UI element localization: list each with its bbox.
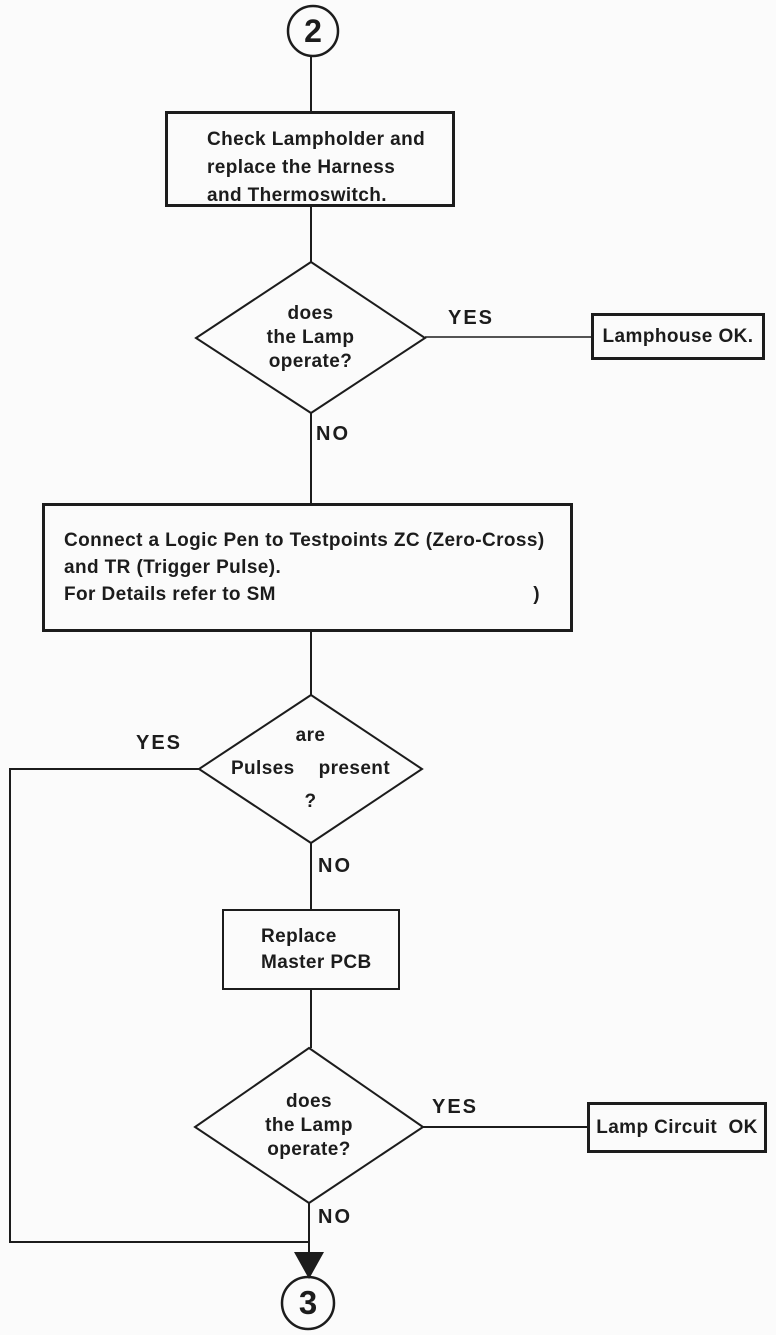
process-logic-pen-line2: and TR (Trigger Pulse). xyxy=(64,557,282,578)
decision1-lamp-operate: does the Lamp operate? xyxy=(196,262,425,413)
decision1-line1: does xyxy=(287,302,334,324)
arrow-down-icon xyxy=(294,1252,324,1279)
process-replace-pcb-line2: Master PCB xyxy=(261,952,372,973)
decision3-no-label: NO xyxy=(318,1206,352,1228)
decision2-pulses-present: are Pulses present ? xyxy=(199,695,422,843)
decision2-yes-label: YES xyxy=(136,732,183,754)
edge-decision2-yes-loop xyxy=(9,768,308,1243)
decision2-line2-word2: present xyxy=(318,758,391,779)
decision2-no-label: NO xyxy=(318,855,352,877)
decision1-line3: operate? xyxy=(268,350,353,372)
decision2-line3: ? xyxy=(304,791,317,812)
process-replace-master-pcb: Replace Master PCB xyxy=(222,909,400,990)
process-connect-logic-pen: Connect a Logic Pen to Testpoints ZC (Ze… xyxy=(42,503,573,632)
process-replace-pcb-line1: Replace xyxy=(261,926,337,947)
terminal-lamphouse-ok: Lamphouse OK. xyxy=(591,313,765,360)
decision2-diamond-shape xyxy=(197,693,424,845)
process-logic-pen-line3-suffix: ) xyxy=(533,584,540,605)
process-check-lampholder: Check Lampholder and replace the Harness… xyxy=(165,111,455,207)
terminal-lamp-circuit-ok: Lamp Circuit OK xyxy=(587,1102,767,1153)
decision3-diamond-shape xyxy=(193,1046,425,1205)
process-check-lampholder-line1: Check Lampholder and xyxy=(207,129,426,150)
decision1-no-label: NO xyxy=(316,423,350,445)
terminal-lamp-circuit-ok-label: Lamp Circuit OK xyxy=(596,1116,758,1138)
connector-circle-top-shape xyxy=(286,4,340,58)
decision3-line2: the Lamp xyxy=(265,1114,353,1136)
decision3-yes-label: YES xyxy=(432,1096,479,1118)
decision3-line1: does xyxy=(286,1090,332,1112)
decision3-lamp-operate: does the Lamp operate? xyxy=(195,1048,423,1203)
connector-bottom-label: 3 xyxy=(298,1284,318,1321)
decision1-yes-label: YES xyxy=(448,307,495,329)
decision1-line2: the Lamp xyxy=(266,326,355,348)
decision2-line1: are xyxy=(295,725,326,746)
terminal-lamphouse-ok-label: Lamphouse OK. xyxy=(602,325,754,347)
decision1-diamond-shape xyxy=(194,260,427,415)
process-logic-pen-line3: For Details refer to SM ) xyxy=(64,581,548,608)
decision3-line3: operate? xyxy=(267,1138,351,1160)
decision2-line2: Pulses present xyxy=(231,757,390,781)
connector-top-label: 2 xyxy=(304,13,322,49)
process-check-lampholder-line3: and Thermoswitch. xyxy=(207,185,387,206)
decision2-line2-word1: Pulses xyxy=(230,758,295,779)
process-check-lampholder-line2: replace the Harness xyxy=(207,157,396,178)
process-logic-pen-line1: Connect a Logic Pen to Testpoints ZC (Ze… xyxy=(64,530,545,551)
process-logic-pen-line3-text: For Details refer to SM xyxy=(64,584,276,605)
